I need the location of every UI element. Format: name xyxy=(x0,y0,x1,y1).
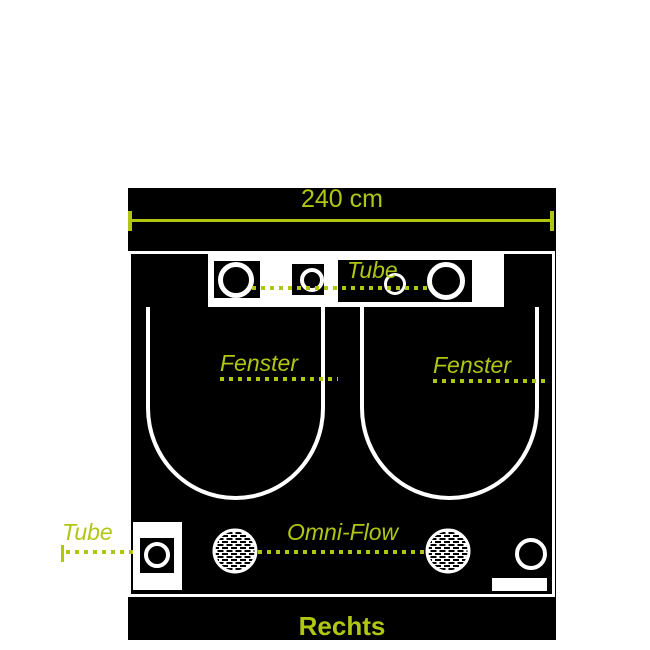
window-right-dotted-line xyxy=(433,379,549,383)
omni-flow-dotted-line xyxy=(258,550,428,554)
side-label: Rechts xyxy=(298,611,386,641)
omni-flow-label: Omni-Flow xyxy=(287,519,399,545)
tube-port-large-right-icon xyxy=(427,262,465,300)
tent-outline xyxy=(128,251,555,597)
bottom-tube-port-icon xyxy=(144,542,170,568)
tube-port-large-left-icon xyxy=(218,262,254,298)
window-right-label: Fenster xyxy=(433,352,511,378)
omni-flow-vent-right-icon xyxy=(425,528,471,574)
bottom-tube-sleeve xyxy=(133,522,182,590)
dimension-line xyxy=(130,219,553,222)
round-vent-right-icon xyxy=(515,538,547,570)
window-left-dotted-line xyxy=(220,377,338,381)
dimension-tick-right xyxy=(550,211,554,231)
bottom-right-strap xyxy=(492,578,547,591)
window-left-label: Fenster xyxy=(220,350,298,376)
dimension-tick-left xyxy=(128,211,132,231)
window-right-outline xyxy=(360,307,539,500)
left-tube-label: Tube xyxy=(62,519,113,545)
omni-flow-vent-left-icon xyxy=(212,528,258,574)
dimension-width-label: 240 cm xyxy=(301,185,383,213)
tube-port-medium-icon xyxy=(384,273,406,295)
top-tube-dotted-line xyxy=(252,286,428,290)
window-left-outline xyxy=(146,307,325,500)
left-tube-dotted-line xyxy=(66,550,133,554)
top-tube-label: Tube xyxy=(347,257,398,283)
left-tube-tick xyxy=(61,545,64,562)
tube-port-small-icon xyxy=(300,268,324,292)
